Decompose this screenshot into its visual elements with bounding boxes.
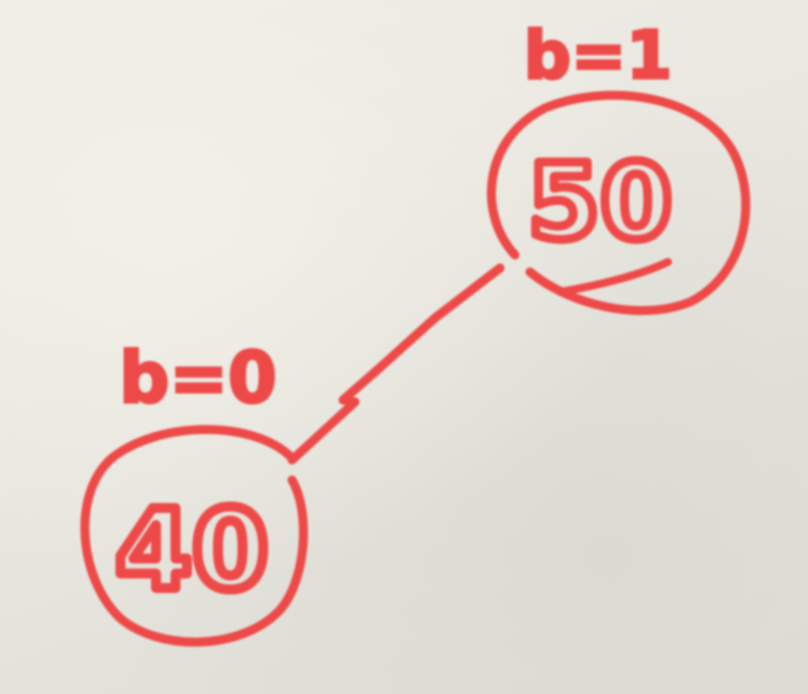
left-child-value: 40 [115, 486, 268, 614]
root-balance-label: b=1 [524, 17, 672, 94]
left-balance-label: b=0 [119, 337, 276, 419]
root-node-circle [486, 90, 751, 316]
root-node-value: 50 [528, 141, 673, 263]
root-node: 50 b=1 [486, 16, 751, 316]
tree-edge [287, 263, 505, 465]
root-node-circle-overlap [556, 258, 672, 296]
left-child-circle [80, 425, 308, 647]
left-child-node: 40 b=0 [80, 336, 308, 647]
